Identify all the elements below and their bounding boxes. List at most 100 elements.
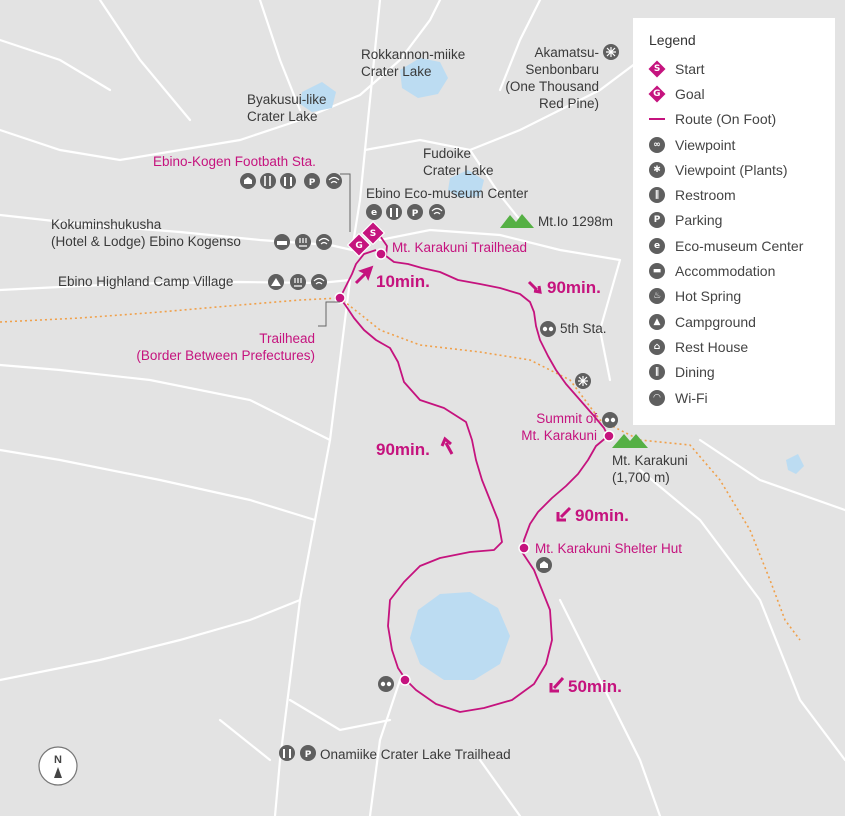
waypoint-summit	[603, 430, 615, 442]
legend-label: Restroom	[675, 187, 736, 204]
footbath-facility-icons: P	[240, 173, 342, 189]
legend-label: Rest House	[675, 338, 749, 355]
svg-text:e: e	[371, 208, 377, 218]
goal-marker: G	[346, 232, 372, 258]
viewpoint-icon: ∞	[649, 136, 665, 153]
summit-viewpoint-icon	[602, 412, 618, 428]
legend: Legend S Start G Goal Route (On Foot) ∞ …	[633, 18, 835, 425]
goal-icon: G	[648, 85, 666, 103]
mt-karakuni-mountain-icon	[612, 434, 648, 448]
legend-item-restroom: ∥ Restroom	[649, 182, 819, 207]
svg-text:P: P	[309, 178, 316, 188]
legend-label: Viewpoint	[675, 136, 736, 153]
fudoike-label-1: Fudoike	[423, 146, 471, 161]
legend-item-hot-spring: ♨ Hot Spring	[649, 284, 819, 309]
arrow-up-right-2	[440, 436, 454, 455]
akamatsu-label-1: Akamatsu-	[534, 45, 599, 60]
hot-spring-icon	[290, 274, 306, 290]
waypoint-border-trailhead	[334, 292, 346, 304]
legend-item-rest-house: ⌂ Rest House	[649, 334, 819, 359]
footbath-label: Ebino-Kogen Footbath Sta.	[153, 154, 316, 169]
legend-label: Dining	[675, 364, 715, 381]
shelter-rest-house-icon	[536, 557, 552, 573]
wifi-icon	[429, 204, 445, 220]
legend-label: Viewpoint (Plants)	[675, 161, 788, 178]
waypoint-shelter	[518, 542, 530, 554]
svg-text:P: P	[412, 209, 419, 219]
mt-io-mountain-icon	[500, 214, 534, 228]
border-trailhead-leader	[318, 301, 340, 327]
eco-museum-icon: e	[649, 237, 665, 254]
parking-icon: P	[300, 745, 316, 761]
eco-center-facility-icons: e P	[366, 204, 445, 220]
route-icon	[649, 111, 665, 127]
rest-house-icon: ⌂	[649, 338, 665, 355]
campground-icon: ▲	[649, 313, 665, 330]
dining-icon	[260, 173, 276, 189]
hot-spring-icon	[295, 234, 311, 250]
restroom-icon	[386, 204, 402, 220]
legend-item-goal: G Goal	[648, 81, 819, 106]
legend-label: Accommodation	[675, 263, 776, 280]
plants-viewpoint-icon: ✱	[649, 161, 665, 178]
eco-center-label: Ebino Eco-museum Center	[366, 186, 529, 201]
prefecture-border	[0, 297, 801, 641]
legend-label: Goal	[675, 85, 705, 102]
north-arrow-label: N	[54, 754, 62, 766]
legend-label: Wi-Fi	[675, 389, 708, 406]
legend-item-dining: ‖ Dining	[649, 360, 819, 385]
legend-item-start: S Start	[648, 56, 819, 81]
kokumin-label-1: Kokuminshukusha	[51, 217, 162, 232]
rokkannon-label-1: Rokkannon-miike	[361, 47, 465, 62]
arrow-down-right-1	[527, 280, 542, 294]
plants-viewpoint-icon	[575, 373, 591, 389]
akamatsu-label-4: Red Pine)	[539, 96, 599, 111]
svg-text:G: G	[355, 241, 362, 251]
legend-title: Legend	[649, 32, 696, 48]
akamatsu-plants-viewpoint-icon	[603, 44, 619, 60]
fifth-station-viewpoint-icon	[540, 321, 556, 337]
fifth-station-label: 5th Sta.	[560, 321, 607, 336]
fudoike-label-2: Crater Lake	[423, 163, 494, 178]
legend-item-accommodation: ▬ Accommodation	[649, 258, 819, 283]
wifi-icon	[316, 234, 332, 250]
svg-text:S: S	[370, 229, 376, 239]
restroom-icon	[280, 173, 296, 189]
dining-icon: ‖	[649, 364, 665, 381]
parking-icon: P	[649, 212, 665, 229]
start-icon: S	[648, 60, 666, 78]
legend-label: Route (On Foot)	[675, 111, 777, 128]
restroom-icon	[279, 745, 295, 761]
arrow-up-right-1	[354, 265, 374, 285]
summit-label-2: Mt. Karakuni	[521, 428, 597, 443]
route-waypoints	[334, 248, 615, 686]
arrow-down-left-2	[549, 676, 565, 693]
wifi-icon: ◠	[649, 389, 665, 406]
campground-icon	[268, 274, 284, 290]
legend-label: Hot Spring	[675, 288, 742, 305]
legend-item-eco-museum: e Eco-museum Center	[649, 233, 819, 258]
footbath-leader	[340, 173, 351, 232]
time-label-3: 90min.	[376, 440, 430, 459]
small-lake	[786, 454, 804, 474]
onamiike-facility-icons: P	[279, 745, 316, 761]
legend-item-viewpoint: ∞ Viewpoint	[649, 132, 819, 157]
byakusui-label-1: Byakusui-like	[247, 92, 327, 107]
legend-label: Parking	[675, 212, 723, 229]
mt-karakuni-label-2: (1,700 m)	[612, 470, 670, 485]
eco-museum-icon: e	[366, 204, 382, 220]
hot-spring-icon: ♨	[649, 288, 665, 305]
summit-label-1: Summit of	[536, 411, 597, 426]
svg-text:P: P	[305, 750, 312, 760]
legend-item-plants-viewpoint: ✱ Viewpoint (Plants)	[649, 157, 819, 182]
direction-arrows	[354, 265, 572, 693]
onamiike-lake	[410, 592, 510, 680]
start-marker: S	[360, 220, 386, 246]
accommodation-icon: ▬	[649, 263, 665, 280]
kokumin-facility-icons	[274, 234, 332, 250]
legend-label: Campground	[675, 313, 756, 330]
mt-io-label: Mt.Io 1298m	[538, 214, 613, 229]
waypoint-onamiike	[399, 674, 411, 686]
